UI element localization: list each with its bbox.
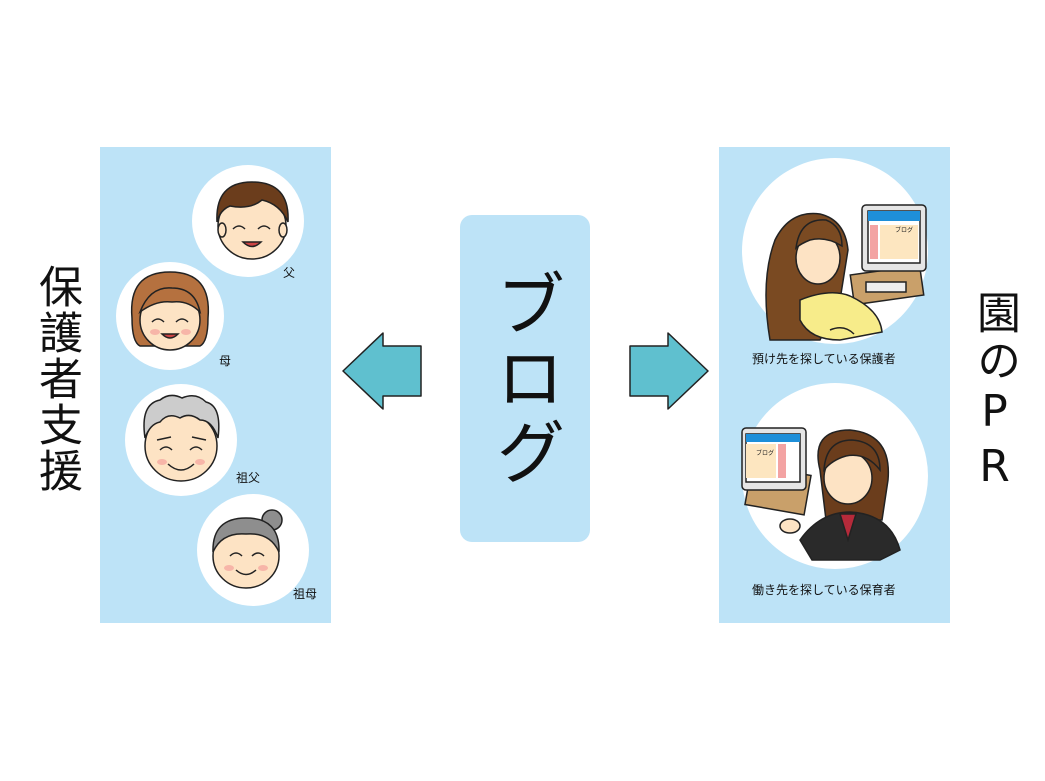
teacher-screen-text: ブログ: [756, 449, 774, 457]
grandmother-label: 祖母: [293, 587, 318, 601]
grandmother-face-icon: [212, 509, 283, 589]
center-title: ブログ: [484, 267, 566, 490]
father-label: 父: [283, 266, 296, 280]
center-box: [460, 215, 590, 542]
grandfather-face-icon: [143, 394, 220, 482]
father-face-icon: [216, 181, 289, 260]
parent-screen-text: ブログ: [895, 226, 913, 234]
mother-face-icon: [130, 271, 210, 351]
mother-label: 母: [219, 354, 232, 368]
left-arrow-icon: [342, 332, 422, 410]
teacher-scene-caption: 働き先を探している保育者: [752, 583, 896, 597]
parent-scene-illustration: ブログ: [765, 204, 927, 341]
teacher-scene-illustration: ブログ: [741, 427, 901, 561]
right-heading: 園のPR: [969, 290, 1020, 496]
grandfather-label: 祖父: [236, 471, 261, 485]
parent-scene-caption: 預け先を探している保護者: [752, 352, 896, 366]
right-arrow-icon: [629, 332, 709, 410]
left-heading: 保護者支援: [31, 264, 82, 494]
